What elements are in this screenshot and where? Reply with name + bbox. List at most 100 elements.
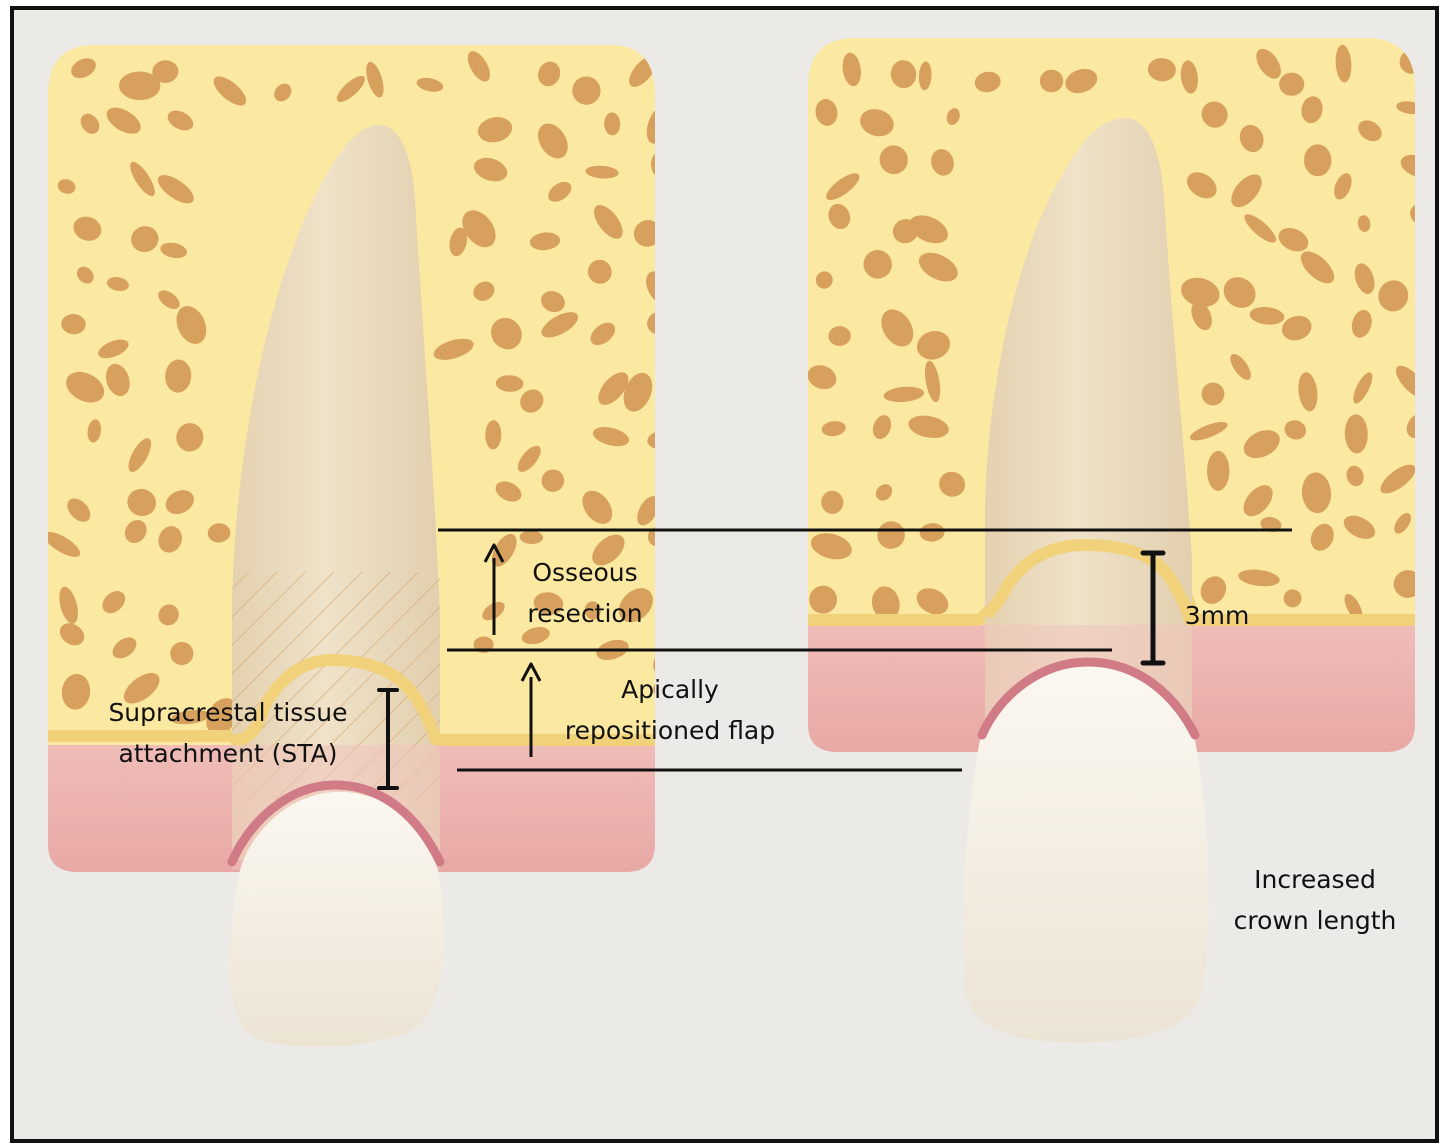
osseous-resection-label: Osseous resection	[505, 552, 665, 634]
bone-pore	[1334, 173, 1352, 200]
sta-dimension-bracket	[377, 688, 399, 790]
bone-pore	[828, 203, 851, 230]
increased-crown-length-label: Increased crown length	[1210, 859, 1420, 941]
bone-pore	[521, 627, 550, 645]
bone-pore	[119, 71, 161, 101]
bone-pore	[1354, 263, 1375, 294]
bone-pore	[1351, 309, 1372, 338]
bone-pore	[633, 220, 655, 247]
bone-pore	[623, 372, 653, 412]
bone-pore	[909, 215, 948, 244]
bone-pore	[1231, 174, 1262, 208]
left-bone-pores	[48, 51, 655, 736]
bone-pore	[1353, 372, 1373, 404]
bone-pore	[206, 698, 238, 736]
bone-pore	[124, 519, 147, 544]
bone-pore	[918, 61, 932, 91]
bone-pore	[809, 585, 838, 614]
bone-pore	[1065, 68, 1098, 94]
bone-pore	[1400, 154, 1415, 178]
bone-pore	[495, 481, 522, 502]
bone-pore	[106, 107, 141, 134]
right-panel-after	[808, 38, 1415, 1043]
bone-pore	[1256, 48, 1281, 79]
bone-pore	[167, 110, 194, 131]
bone-pore	[1346, 465, 1364, 487]
increased-crown-length-line-1: Increased	[1254, 865, 1376, 894]
bone-pore	[1281, 315, 1312, 341]
bone-pore	[1344, 414, 1368, 454]
bone-pore	[105, 363, 130, 397]
right-tooth-root	[985, 118, 1192, 760]
bone-pore	[916, 331, 951, 360]
bone-pore	[158, 526, 183, 553]
bone-pore	[158, 604, 179, 626]
bone-pore	[1239, 124, 1264, 153]
right-bone-pores	[808, 44, 1415, 621]
bone-pore	[112, 637, 137, 659]
bone-pore	[815, 98, 838, 126]
bone-pore	[946, 108, 960, 126]
bone-pore	[637, 496, 655, 526]
bone-pore	[106, 276, 129, 292]
bone-pore	[618, 588, 653, 623]
bone-pore	[80, 113, 100, 134]
bone-pore	[537, 61, 561, 87]
left-gingival-margin	[227, 780, 445, 867]
bone-pore	[647, 527, 655, 547]
left-panel-before	[48, 45, 655, 1047]
right-tooth-crown	[963, 664, 1210, 1043]
bone-pore	[48, 531, 81, 557]
bone-pore	[1395, 365, 1415, 399]
bone-pore	[1380, 464, 1415, 494]
arrow-up-icon	[483, 543, 505, 563]
bone-pore	[158, 290, 180, 309]
bone-pore	[1343, 515, 1376, 539]
bone-pore	[587, 259, 612, 284]
bone-pore	[170, 641, 194, 666]
bone-pore	[916, 588, 949, 615]
bone-pore	[592, 427, 630, 447]
bone-pore	[176, 305, 207, 345]
bone-pore	[931, 149, 954, 176]
arrow-flap	[520, 662, 542, 757]
bone-pore	[1310, 523, 1334, 551]
bone-pore	[871, 586, 900, 621]
bone-pore	[1186, 172, 1217, 199]
bone-pore	[645, 271, 655, 307]
bone-pore	[1335, 44, 1352, 83]
bone-pore	[541, 312, 579, 338]
bone-pore	[59, 623, 85, 646]
bone-pore	[336, 75, 366, 102]
bone-pore	[491, 533, 517, 567]
bone-pore	[152, 60, 179, 83]
bone-pore	[1201, 382, 1225, 406]
bone-pore	[582, 490, 613, 524]
bone-pore	[939, 471, 966, 497]
bone-pore	[66, 371, 105, 403]
bone-pore	[467, 51, 490, 82]
sta-line-1: Supracrestal tissue	[108, 698, 348, 727]
bone-pore	[872, 415, 892, 440]
bone-pore	[1396, 101, 1415, 115]
arrow-up-icon	[520, 662, 542, 682]
bone-pore	[541, 469, 565, 492]
bone-pore	[598, 372, 629, 405]
bone-pore	[1301, 96, 1323, 124]
bone-pore	[130, 161, 155, 197]
bone-pore	[1249, 306, 1285, 325]
bone-pore	[821, 421, 846, 437]
bone-pore	[918, 252, 958, 282]
increased-crown-length-line-2: crown length	[1233, 906, 1397, 935]
bone-pore	[128, 438, 152, 473]
bone-pore	[875, 484, 893, 501]
bone-pore	[879, 145, 908, 175]
bone-pore	[520, 389, 544, 413]
bone-pore	[860, 109, 894, 137]
bone-pore	[974, 71, 1001, 93]
bone-pore	[538, 123, 568, 159]
bone-pore	[71, 58, 96, 79]
bone-pore	[473, 157, 508, 182]
bone-pore	[1230, 353, 1251, 380]
